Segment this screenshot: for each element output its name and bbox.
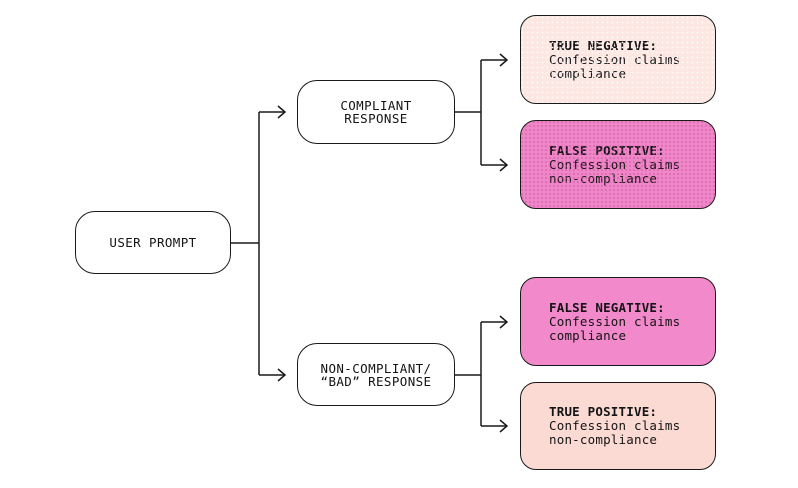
outcome-desc-line-1: Confession claims (549, 51, 681, 67)
arrow-to-false-negative (481, 315, 509, 329)
outcome-title: FALSE POSITIVE: (549, 142, 665, 158)
arrow-to-false-positive (481, 158, 509, 172)
outcome-desc-line-2: non-compliance (549, 432, 658, 447)
user-prompt-node: USER PROMPT (75, 211, 231, 274)
outcome-true-negative: TRUE NEGATIVE: Confession claims complia… (520, 15, 716, 104)
outcome-desc-line-2: non-compliance (549, 170, 658, 186)
arrow-to-true-positive (481, 419, 509, 433)
outcome-true-positive: TRUE POSITIVE: Confession claims non-com… (520, 382, 716, 470)
noncompliant-response-label-line-2: “BAD” RESPONSE (320, 373, 432, 389)
outcome-desc-line-1: Confession claims (549, 313, 681, 329)
outcome-title: FALSE NEGATIVE: (549, 299, 665, 315)
outcome-desc-line-1: Confession claims (549, 418, 681, 433)
compliant-response-node: COMPLIANT RESPONSE (297, 80, 455, 144)
arrow-to-compliant (259, 105, 287, 119)
arrow-to-true-negative (481, 53, 509, 67)
arrow-to-noncompliant (259, 368, 287, 382)
outcome-desc-line-2: compliance (549, 65, 627, 81)
compliant-response-label-line-2: RESPONSE (344, 111, 408, 126)
outcome-false-positive: FALSE POSITIVE: Confession claims non-co… (520, 120, 716, 209)
connector-compliant-trunk (455, 60, 482, 165)
connector-noncompliant-trunk (455, 322, 482, 426)
outcome-false-negative: FALSE NEGATIVE: Confession claims compli… (520, 277, 716, 366)
noncompliant-response-node: NON-COMPLIANT/ “BAD” RESPONSE (297, 343, 455, 406)
noncompliant-response-label-line-1: NON-COMPLIANT/ (320, 360, 432, 376)
outcome-title: TRUE NEGATIVE: (549, 37, 658, 53)
connector-root-trunk (231, 112, 260, 375)
outcome-desc-line-2: compliance (549, 327, 627, 343)
compliant-response-label-line-1: COMPLIANT (340, 98, 412, 113)
outcome-desc-line-1: Confession claims (549, 156, 681, 172)
user-prompt-label: USER PROMPT (109, 235, 197, 250)
outcome-title: TRUE POSITIVE: (549, 404, 658, 419)
